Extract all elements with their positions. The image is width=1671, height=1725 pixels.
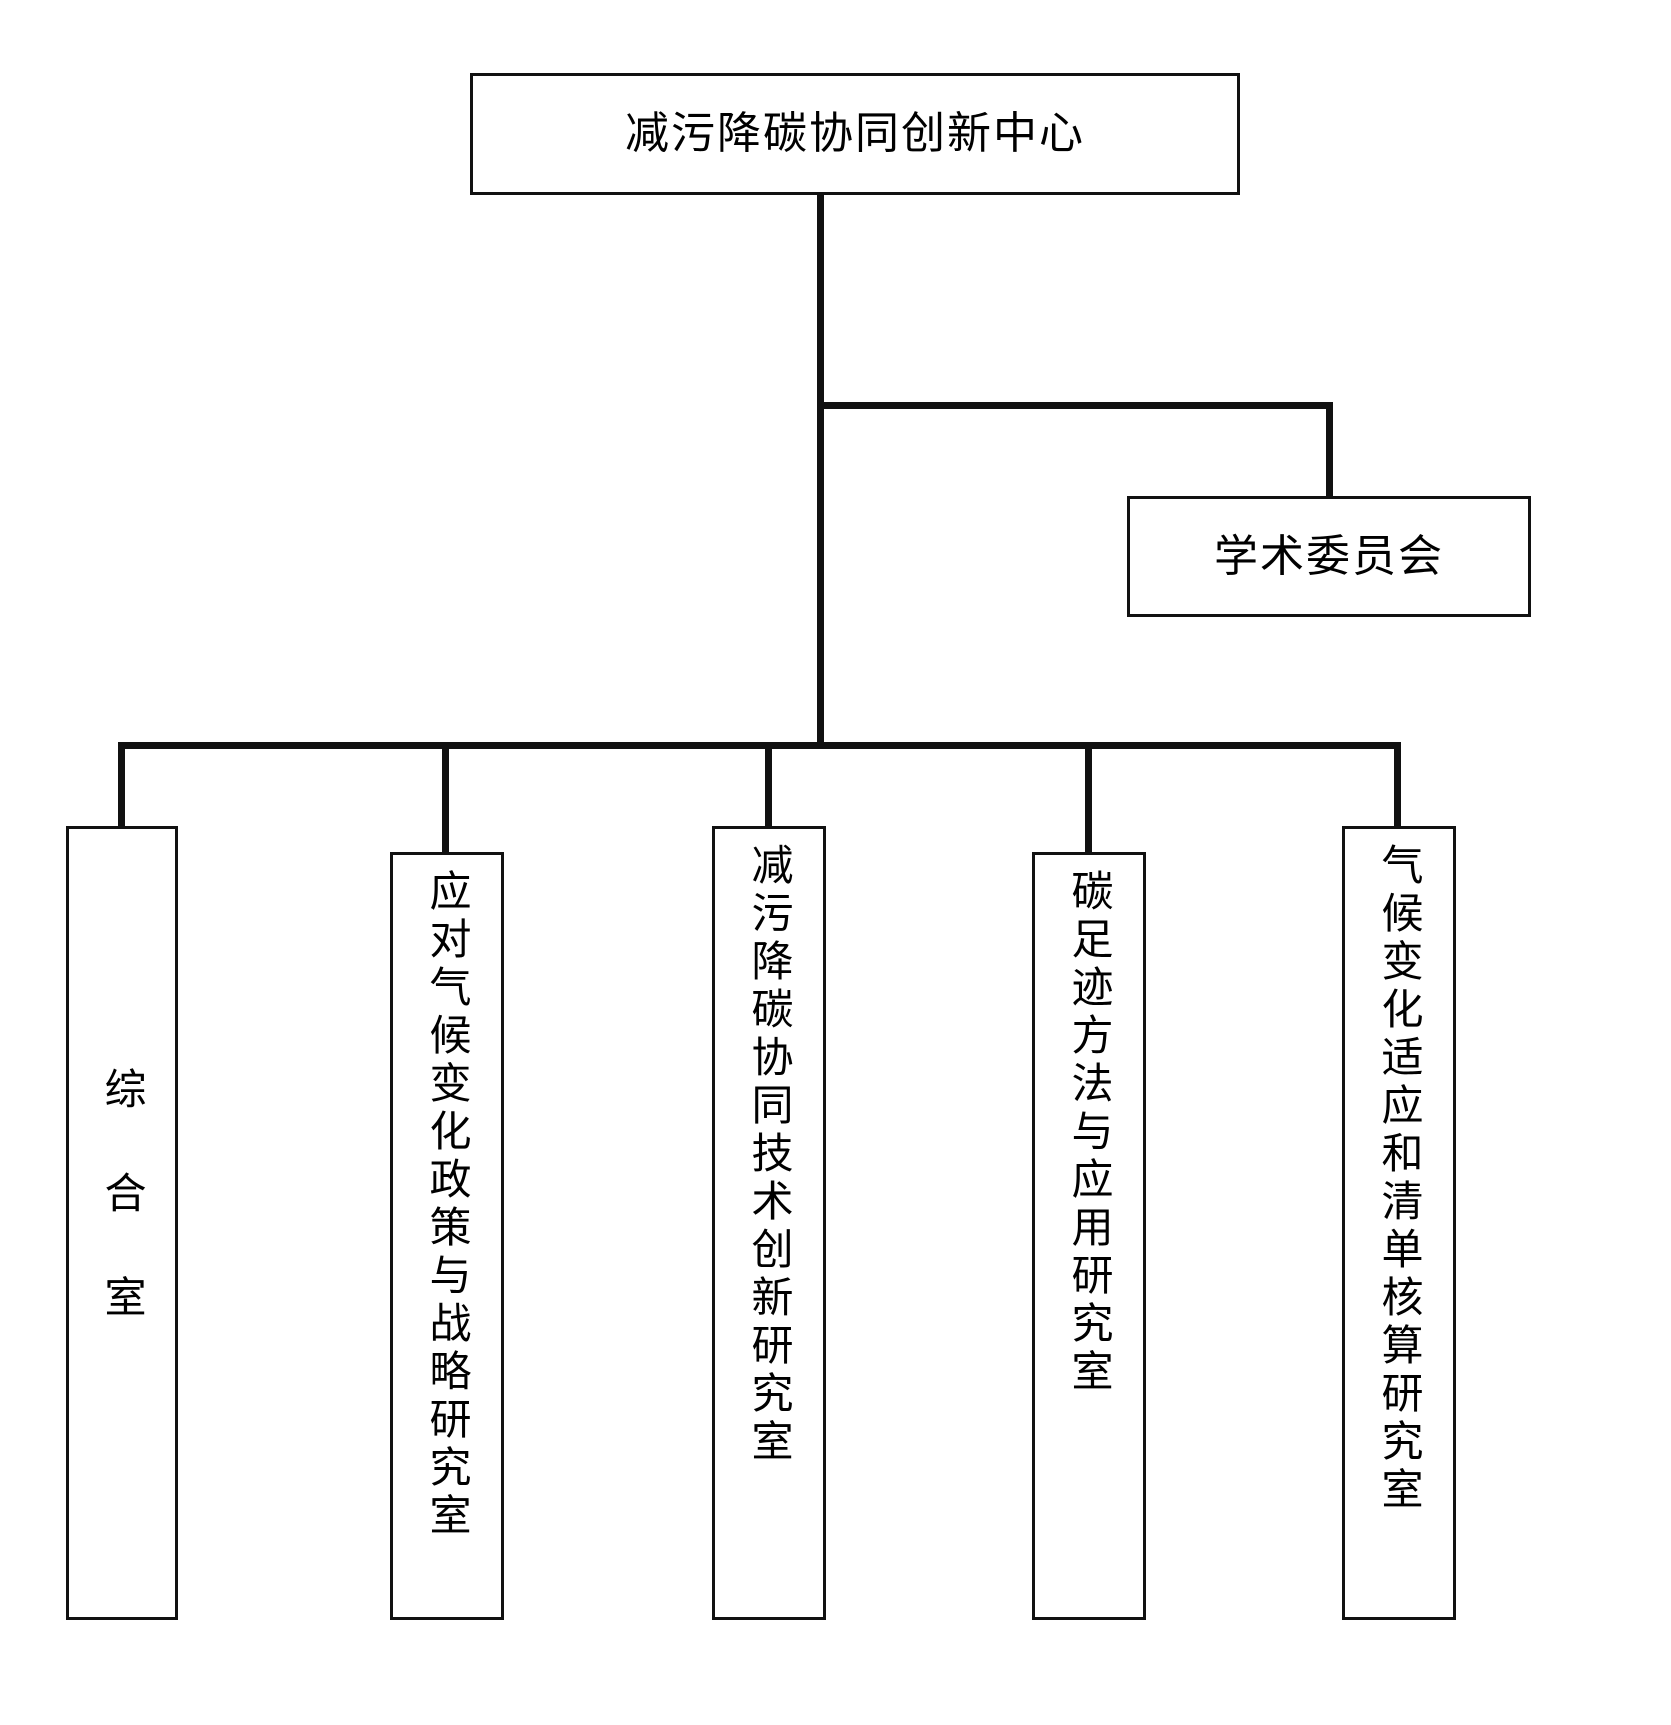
node-general-office[interactable]: 综合室 [66, 826, 178, 1620]
node-academic-committee[interactable]: 学术委员会 [1127, 496, 1531, 617]
connector-drop-climate-policy [442, 742, 449, 854]
connector-drop-tech-innovation [765, 742, 772, 828]
connector-committee-drop [1326, 402, 1333, 499]
connector-drop-general-office [118, 742, 125, 828]
node-center-label: 减污降碳协同创新中心 [625, 108, 1085, 159]
connector-committee-horizontal [817, 402, 1333, 409]
node-carbon-footprint[interactable]: 碳足迹方法与应用研究室 [1032, 852, 1146, 1620]
connector-drop-adaptation-inventory [1394, 742, 1401, 828]
node-adaptation-inventory-label: 气候变化适应和清单核算研究室 [1375, 843, 1424, 1515]
node-center[interactable]: 减污降碳协同创新中心 [470, 73, 1240, 195]
node-tech-innovation[interactable]: 减污降碳协同技术创新研究室 [712, 826, 826, 1620]
connector-root-trunk [817, 195, 824, 748]
connector-department-bus [118, 742, 1401, 749]
node-climate-policy-label: 应对气候变化政策与战略研究室 [423, 869, 472, 1541]
node-climate-policy[interactable]: 应对气候变化政策与战略研究室 [390, 852, 504, 1620]
connector-drop-carbon-footprint [1085, 742, 1092, 854]
node-adaptation-inventory[interactable]: 气候变化适应和清单核算研究室 [1342, 826, 1456, 1620]
node-carbon-footprint-label: 碳足迹方法与应用研究室 [1065, 869, 1114, 1397]
node-general-office-label: 综合室 [98, 1067, 147, 1379]
node-tech-innovation-label: 减污降碳协同技术创新研究室 [745, 843, 794, 1467]
node-academic-committee-label: 学术委员会 [1214, 530, 1444, 582]
